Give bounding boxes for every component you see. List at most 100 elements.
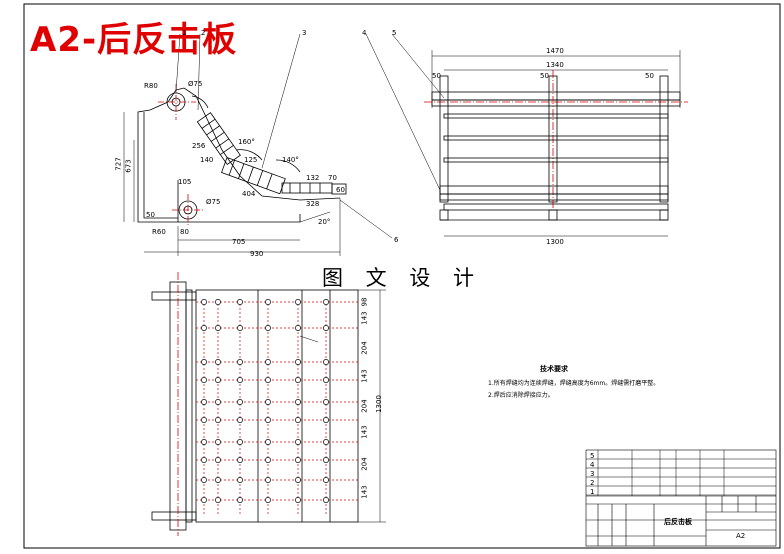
tech-req-heading: 技术要求 xyxy=(540,365,568,373)
bolt-hole xyxy=(201,359,207,365)
bolt-hole xyxy=(265,359,271,365)
dim-label: 328 xyxy=(306,200,320,208)
part-name: 后反击板 xyxy=(664,518,692,526)
dim-label: 50 xyxy=(645,72,654,80)
bolt-hole xyxy=(265,497,271,503)
bolt-hole xyxy=(201,417,207,423)
dim-label: R60 xyxy=(152,228,166,236)
bolt-hole xyxy=(215,359,221,365)
dim-label: 143 xyxy=(360,425,369,439)
bolt-hole xyxy=(295,399,301,405)
bolt-hole xyxy=(237,457,243,463)
bolt-hole xyxy=(237,325,243,331)
dim-label: 132 xyxy=(306,174,320,182)
dim-label: 1300 xyxy=(546,238,564,246)
bolt-hole xyxy=(323,399,329,405)
bolt-hole xyxy=(295,457,301,463)
dim-label: 50 xyxy=(146,211,155,219)
bolt-hole xyxy=(295,377,301,383)
bolt-hole xyxy=(265,439,271,445)
bolt-hole xyxy=(265,325,271,331)
bolt-hole xyxy=(215,457,221,463)
bolt-hole xyxy=(215,477,221,483)
tech-req-line: 1.所有焊缝均为连续焊缝，焊缝高度为6mm。焊缝需打磨平整。 xyxy=(488,380,660,387)
dim-label: 140 xyxy=(200,156,214,164)
bolt-hole xyxy=(265,417,271,423)
bolt-hole xyxy=(215,325,221,331)
dim-label: 143 xyxy=(360,369,369,383)
bolt-hole xyxy=(237,399,243,405)
bolt-hole xyxy=(323,477,329,483)
bolt-hole xyxy=(237,299,243,305)
dim-label: 705 xyxy=(232,238,246,246)
bolt-hole xyxy=(215,497,221,503)
bolt-hole xyxy=(201,299,207,305)
bolt-hole xyxy=(237,359,243,365)
dim-label: 204 xyxy=(360,399,369,413)
dim-label: R80 xyxy=(144,82,158,90)
dim-label: 204 xyxy=(360,341,369,355)
dim-label: 80 xyxy=(180,228,189,236)
bolt-hole xyxy=(201,439,207,445)
bolt-hole xyxy=(201,457,207,463)
watermark-text: 图 文 设 计 xyxy=(322,266,483,290)
bolt-hole xyxy=(323,377,329,383)
bolt-hole xyxy=(265,477,271,483)
dim-label: Ø75 xyxy=(188,80,203,88)
bolt-hole xyxy=(295,325,301,331)
bolt-hole xyxy=(295,477,301,483)
dim-label: 1300 xyxy=(374,395,383,413)
bolt-hole xyxy=(295,497,301,503)
bolt-hole xyxy=(215,417,221,423)
balloon: 1 xyxy=(182,29,187,37)
dim-label: 70 xyxy=(328,174,337,182)
bolt-hole xyxy=(323,417,329,423)
bolt-hole xyxy=(323,325,329,331)
bolt-hole xyxy=(237,439,243,445)
dim-label: 673 xyxy=(124,159,133,173)
bolt-hole xyxy=(323,439,329,445)
bolt-hole xyxy=(295,417,301,423)
bolt-hole xyxy=(295,439,301,445)
bolt-hole xyxy=(201,399,207,405)
bolt-hole xyxy=(237,377,243,383)
side-view xyxy=(424,50,688,237)
balloon: 5 xyxy=(392,29,397,37)
bolt-hole-grid xyxy=(201,299,329,503)
sheet-size: A2 xyxy=(736,532,746,540)
title-block xyxy=(585,449,777,547)
bolt-hole xyxy=(237,417,243,423)
bolt-hole xyxy=(215,399,221,405)
bolt-hole xyxy=(201,377,207,383)
dim-label: 143 xyxy=(360,311,369,325)
dim-label: Ø75 xyxy=(206,198,221,206)
bom-index: 2 xyxy=(590,479,595,487)
drawing-frame xyxy=(23,3,781,549)
bolt-hole xyxy=(215,299,221,305)
dim-label: 930 xyxy=(250,250,264,258)
dim-label: 404 xyxy=(242,190,256,198)
bolt-hole xyxy=(323,359,329,365)
bolt-hole xyxy=(323,497,329,503)
bom-index: 4 xyxy=(590,461,595,469)
plan-view xyxy=(151,272,386,536)
dim-label: 1470 xyxy=(546,47,564,55)
bolt-hole xyxy=(201,477,207,483)
bolt-hole xyxy=(215,439,221,445)
bolt-hole xyxy=(265,377,271,383)
bolt-hole xyxy=(323,299,329,305)
bolt-hole xyxy=(237,477,243,483)
bolt-hole xyxy=(295,359,301,365)
bolt-hole xyxy=(265,399,271,405)
dim-label: 98 xyxy=(360,297,369,307)
dim-label: 204 xyxy=(360,457,369,471)
dim-label: 60 xyxy=(336,186,345,194)
dim-label: 256 xyxy=(192,142,206,150)
bolt-hole xyxy=(323,457,329,463)
dim-label: 125 xyxy=(244,156,258,164)
tech-req-line: 2.焊后应消除焊接应力。 xyxy=(488,392,554,399)
bom-index: 1 xyxy=(590,488,595,496)
drawing-title: A2-后反击板 xyxy=(30,20,238,60)
bom-index: 3 xyxy=(590,470,595,478)
